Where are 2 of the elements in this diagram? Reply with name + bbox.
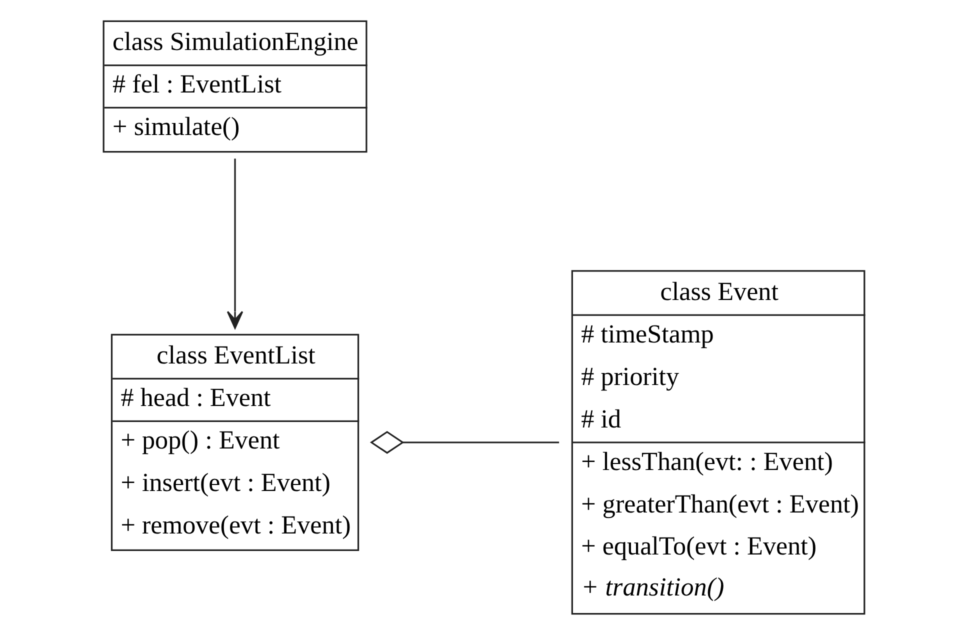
- connector: [369, 430, 559, 454]
- arrow: [226, 158, 243, 329]
